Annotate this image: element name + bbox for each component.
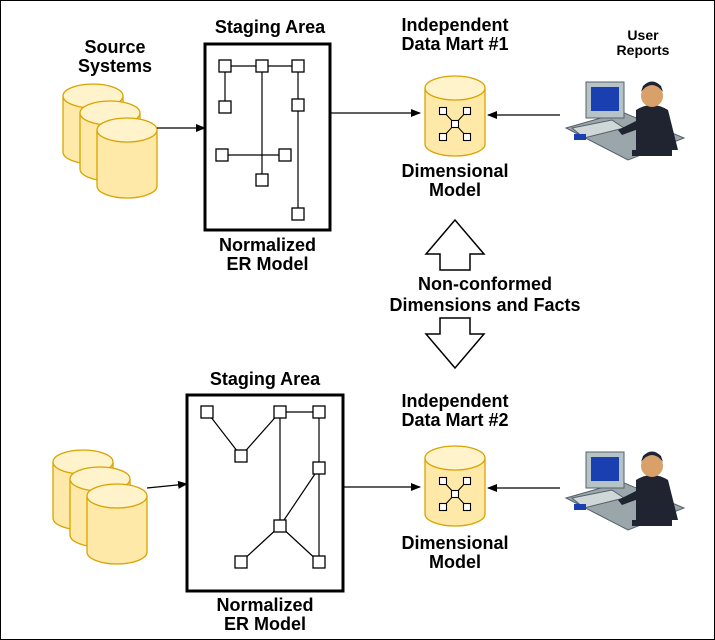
staging-title-top: Staging Area [214, 17, 326, 37]
up-hollow-arrow [424, 218, 486, 271]
mart-caption-top-line2: Model [429, 179, 481, 200]
user-at-computer-icon-bottom [564, 451, 686, 531]
mart-caption-bottom: Dimensional Model [385, 534, 525, 572]
staging-area-er-model-top [203, 42, 332, 232]
down-hollow-arrow [424, 317, 486, 370]
staging-title-bottom: Staging Area [209, 369, 321, 389]
mart-caption-top-line1: Dimensional [401, 161, 509, 181]
non-conformed-line2: Dimensions and Facts [389, 294, 581, 315]
staging-caption-top: Normalized ER Model [205, 236, 330, 274]
source-systems-icon-top [62, 83, 158, 199]
mart-title-bottom-line2: Data Mart #2 [401, 409, 509, 430]
source-systems-icon-bottom [52, 449, 148, 565]
mart-title-top: Independent Data Mart #1 [385, 16, 525, 54]
staging-caption-bottom-line2: ER Model [223, 613, 306, 634]
non-conformed-line1: Non-conformed [418, 274, 552, 294]
mart-title-top-line2: Data Mart #1 [401, 33, 509, 54]
mart-caption-bottom-line1: Dimensional [401, 533, 509, 553]
user-reports-label: User Reports [598, 28, 688, 57]
source-systems-label: Source Systems [70, 38, 160, 76]
mart-caption-bottom-line2: Model [429, 551, 481, 572]
user-label-line1: User [627, 27, 659, 43]
source-label-line1: Source [84, 37, 146, 57]
staging-caption-top-line1: Normalized [218, 235, 317, 255]
user-at-computer-icon-top [564, 81, 686, 161]
staging-caption-top-line2: ER Model [226, 253, 309, 274]
arrow-source-to-staging-bottom [146, 480, 188, 489]
mart-title-bottom: Independent Data Mart #2 [385, 392, 525, 430]
staging-caption-bottom-line1: Normalized [216, 595, 314, 615]
staging-area-er-model-bottom [185, 393, 345, 593]
data-mart-1-icon [424, 75, 486, 157]
mart-caption-top: Dimensional Model [385, 162, 525, 200]
mart-title-bottom-line1: Independent [401, 391, 509, 411]
user-label-line2: Reports [616, 41, 670, 58]
staging-caption-bottom: Normalized ER Model [190, 596, 340, 634]
mart-title-top-line1: Independent [401, 15, 509, 35]
data-mart-2-icon [424, 445, 486, 527]
source-label-line2: Systems [77, 55, 153, 76]
non-conformed-label: Non-conformed Dimensions and Facts [370, 274, 600, 315]
